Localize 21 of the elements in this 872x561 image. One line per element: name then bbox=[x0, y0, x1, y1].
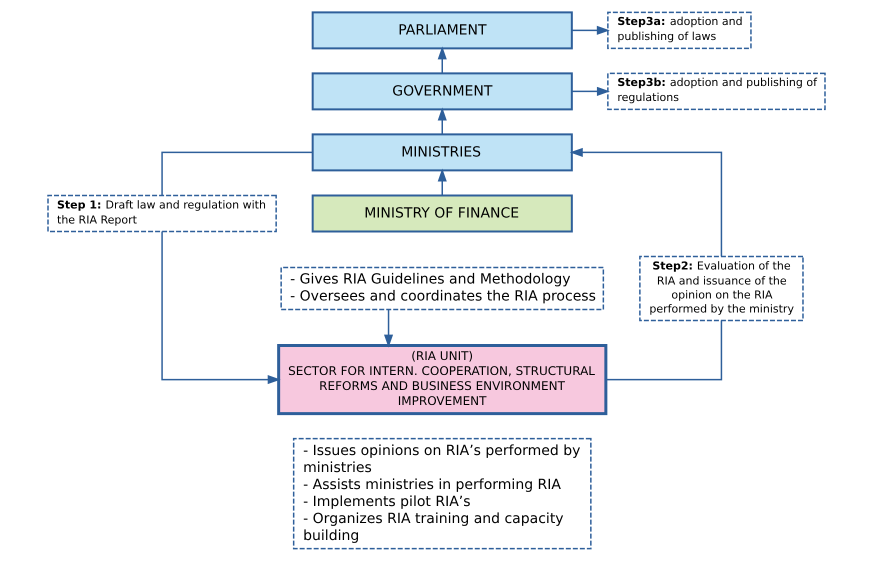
connector bbox=[605, 320, 722, 380]
arrow bbox=[437, 168, 446, 196]
arrow bbox=[572, 86, 610, 96]
node-box: GOVERNMENT bbox=[311, 72, 572, 110]
node-box: (RIA UNIT) SECTOR FOR INTERN. COOPERATION, STRUCTURAL REFORMS AND BUSINESS ENVIRONMENT IMPROVEMENT bbox=[276, 344, 607, 416]
arrow bbox=[437, 107, 446, 134]
node-box: PARLIAMENT bbox=[311, 11, 572, 50]
node-box: Step3b: adoption and publishing of regulations bbox=[606, 72, 826, 110]
node-box: MINISTRY OF FINANCE bbox=[311, 194, 572, 232]
node-box: Step2: Evaluation of the RIA and issuance of the opinion on the RIA performed by the ministry bbox=[638, 256, 804, 322]
node-box: Step 1: Draft law and regulation with the RIA Report bbox=[46, 194, 276, 232]
node-box: Step3a: adoption and publishing of laws bbox=[606, 12, 752, 50]
arrow bbox=[160, 232, 280, 384]
node-box: MINISTRIES bbox=[311, 133, 572, 172]
arrow bbox=[383, 310, 393, 348]
arrow bbox=[569, 148, 722, 256]
arrow bbox=[571, 26, 610, 35]
node-box: - Issues opinions on RIA’s performed by ministries - Assists ministries in performing RIA - Implements pilot RIA’s - Organizes RIA training and capacity building bbox=[292, 438, 592, 550]
arrow bbox=[437, 46, 446, 74]
connector bbox=[160, 152, 312, 196]
node-box: - Gives RIA Guidelines and Methodology - Oversees and coordinates the RIA process bbox=[280, 266, 604, 310]
